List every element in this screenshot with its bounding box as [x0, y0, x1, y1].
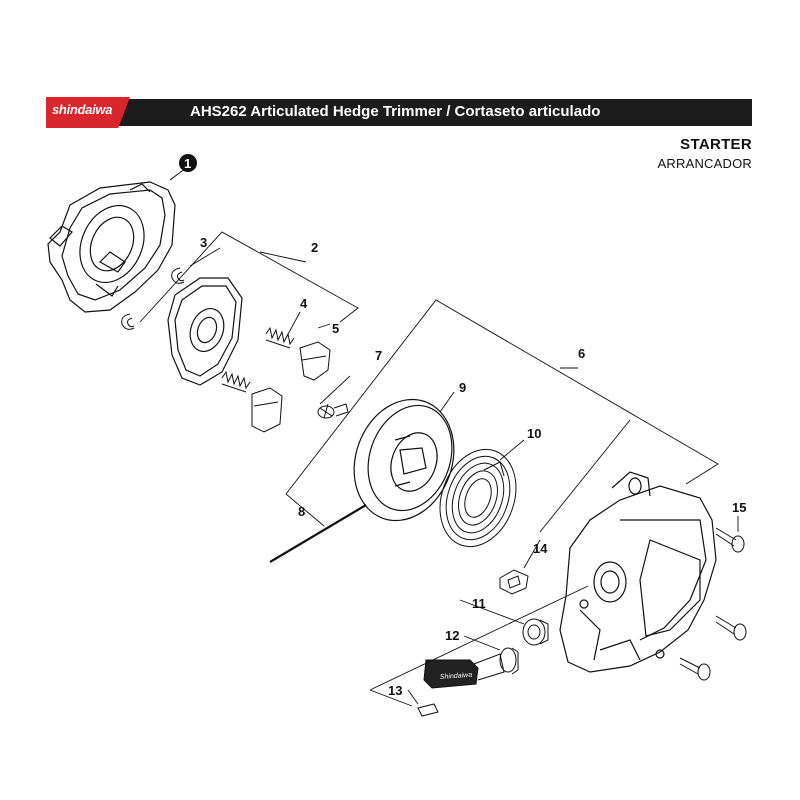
callout-1: 1 [184, 156, 191, 171]
callout-5: 5 [332, 321, 339, 336]
callout-15: 15 [732, 500, 746, 515]
callout-4: 4 [300, 296, 308, 311]
callout-14: 14 [533, 541, 548, 556]
part-pawl [251, 341, 331, 433]
part-pulley-housing [167, 277, 243, 386]
callout-12: 12 [445, 628, 459, 643]
part-circlip [121, 267, 185, 330]
callout-13: 13 [388, 683, 402, 698]
section-title: STARTER [680, 136, 752, 153]
callout-2: 2 [311, 240, 318, 255]
part-screw [317, 403, 349, 419]
callout-10: 10 [527, 426, 541, 441]
callout-leaders [139, 231, 739, 707]
title-banner [46, 99, 752, 126]
part-spring [221, 326, 295, 393]
callout-1-badge [179, 154, 197, 172]
part-label [417, 703, 439, 717]
callout-8: 8 [298, 504, 305, 519]
page-title: AHS262 Articulated Hedge Trimmer / Corta… [190, 103, 601, 120]
section-subtitle: ARRANCADOR [657, 156, 752, 171]
part-engine-housing [559, 471, 717, 673]
callout-11: 11 [472, 596, 486, 611]
brand-logo [46, 97, 130, 128]
part-nut [499, 569, 529, 595]
part-rope-reel [353, 398, 455, 522]
brand-logo-text: shindaiwa [52, 102, 113, 117]
part-bolt [679, 527, 747, 681]
part-recoil-spring [439, 448, 517, 548]
part-bushing [522, 618, 549, 646]
callout-7: 7 [375, 348, 382, 363]
handle-brand-text: Shindaiwa [440, 672, 473, 681]
part-starter-handle [423, 647, 519, 689]
part-starter-rope [269, 504, 367, 563]
callout-9: 9 [459, 380, 466, 395]
callout-3: 3 [200, 235, 207, 250]
callout-6: 6 [578, 346, 585, 361]
part-starter-cover [47, 181, 176, 313]
